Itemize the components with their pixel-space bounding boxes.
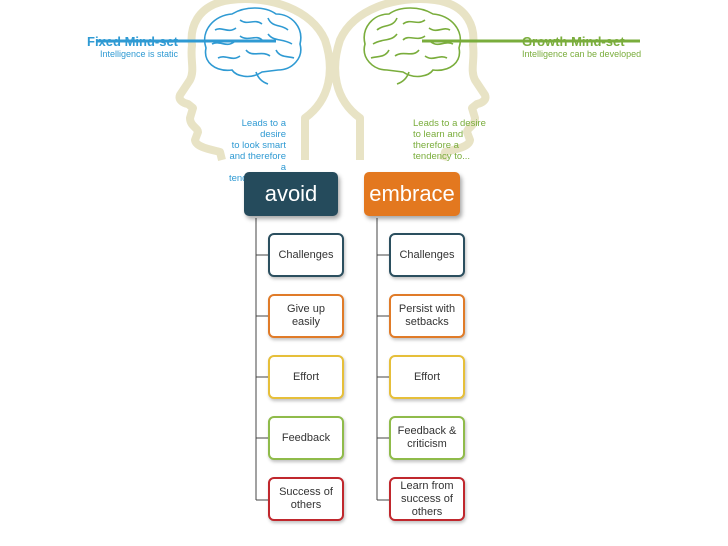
growth-lead-text: Leads to a desire to learn and therefore…	[413, 118, 486, 162]
growth-subtitle: Intelligence can be developed	[522, 49, 642, 59]
growth-item-effort: Effort	[389, 355, 465, 399]
fixed-item-success: Success of others	[268, 477, 344, 521]
fixed-item-challenges: Challenges	[268, 233, 344, 277]
fixed-item-give-up: Give up easily	[268, 294, 344, 338]
avoid-header: avoid	[244, 172, 338, 216]
fixed-item-feedback: Feedback	[268, 416, 344, 460]
growth-title: Growth Mind-set	[522, 34, 625, 49]
fixed-brain-icon	[203, 7, 302, 85]
growth-item-persist: Persist with setbacks	[389, 294, 465, 338]
growth-head-outline-icon	[331, 0, 490, 161]
growth-item-feedback: Feedback & criticism	[389, 416, 465, 460]
fixed-head-outline-icon	[175, 0, 334, 161]
growth-tree-lines	[376, 218, 389, 501]
fixed-title: Fixed Mind-set	[87, 34, 179, 49]
fixed-subtitle: Intelligence is static	[100, 49, 179, 59]
growth-item-learn: Learn from success of others	[389, 477, 465, 521]
fixed-item-effort: Effort	[268, 355, 344, 399]
growth-item-challenges: Challenges	[389, 233, 465, 277]
growth-brain-icon	[363, 7, 462, 85]
fixed-tree-lines	[255, 218, 268, 501]
embrace-header: embrace	[364, 172, 460, 216]
